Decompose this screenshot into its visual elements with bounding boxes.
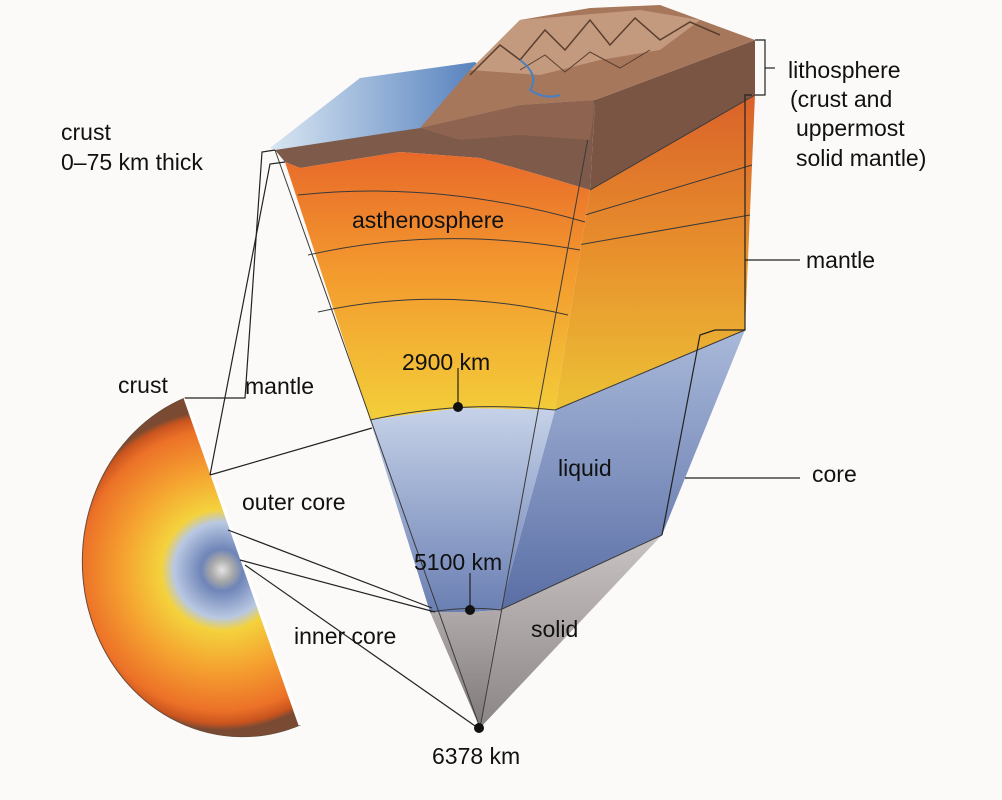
label-lithosphere-2: (crust and [790, 86, 892, 112]
depth-marker-2900 [453, 402, 463, 412]
surface-mountains [420, 5, 755, 140]
label-depth-center: 6378 km [432, 743, 520, 769]
ocean-surface [270, 62, 515, 152]
label-asthenosphere: asthenosphere [352, 207, 504, 233]
label-liquid: liquid [558, 455, 612, 481]
label-mantle-right: mantle [806, 247, 875, 273]
label-lithosphere: lithosphere [788, 57, 901, 83]
label-solid: solid [531, 616, 578, 642]
label-inner-core: inner core [294, 623, 396, 649]
label-lithosphere-4: solid mantle) [796, 145, 926, 171]
wedge-front-face [274, 99, 596, 730]
label-core-right: core [812, 461, 857, 487]
label-lithosphere-3: uppermost [796, 115, 905, 141]
label-mantle-left: mantle [245, 373, 314, 399]
label-crust-left: crust [118, 372, 168, 398]
globe-cross-section [81, 397, 302, 738]
label-crust-top: crust [61, 119, 111, 145]
label-outer-core: outer core [242, 489, 346, 515]
wedge-side-face [480, 40, 756, 728]
label-depth-2900: 2900 km [402, 349, 490, 375]
label-crust-thickness: 0–75 km thick [61, 149, 203, 175]
label-depth-5100: 5100 km [414, 549, 502, 575]
leader-lines [185, 39, 800, 729]
depth-marker-5100 [465, 605, 475, 615]
depth-marker-center [474, 723, 484, 733]
